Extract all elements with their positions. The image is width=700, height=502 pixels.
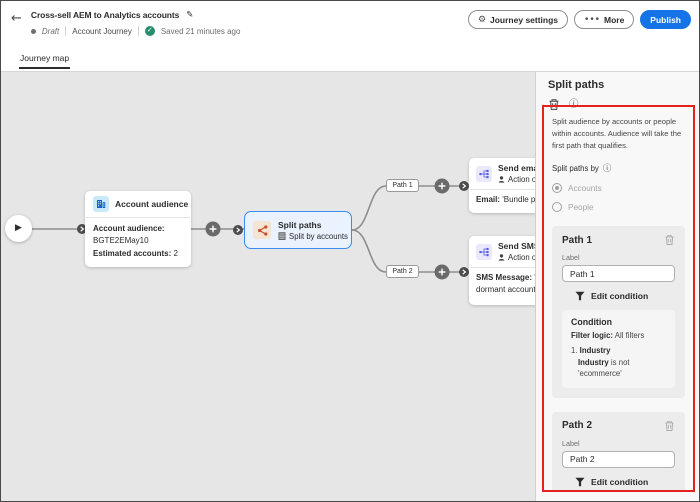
edit-condition-button[interactable]: Edit condition <box>575 291 648 301</box>
action-icon <box>476 165 492 182</box>
path-heading: Path 2 <box>562 420 593 432</box>
back-arrow-icon[interactable]: ← <box>11 11 22 26</box>
path-1-chip: Path 1 <box>386 179 419 192</box>
email-detail: Email: 'Bundle promo <box>476 195 536 204</box>
panel-title: Split paths <box>548 79 605 91</box>
label-caption: Label <box>562 438 580 448</box>
gear-icon: ⚙ <box>477 14 487 25</box>
action-target: Action on p <box>508 175 536 184</box>
node-title: Send email <box>498 163 535 173</box>
node-title: Account audience <box>115 199 189 209</box>
journey-type-label: Account Journey <box>72 26 132 36</box>
send-email-node[interactable]: Send email Action on p Email: 'Bundle pr… <box>469 158 536 213</box>
split-by-value: Split by accounts <box>289 231 348 241</box>
path-2-chip: Path 2 <box>386 265 419 278</box>
annotation-highlight-box: Split audience by accounts or people wit… <box>542 105 695 492</box>
radio-people[interactable]: People <box>552 202 685 213</box>
divider <box>470 267 535 268</box>
properties-panel: Split paths ⓘ Split audience by accounts… <box>536 72 699 501</box>
header: ← Cross-sell AEM to Analytics accounts ✎… <box>1 1 699 48</box>
node-title: Send SMS <box>498 241 536 251</box>
info-icon[interactable]: ⓘ <box>569 99 579 110</box>
person-icon <box>498 254 505 261</box>
audience-value: BGTE2EMay10 <box>93 236 149 246</box>
journey-canvas[interactable]: ▶ Account audience Account audience: BGT… <box>1 72 536 501</box>
delete-path-icon[interactable] <box>664 234 675 246</box>
tab-journey-map[interactable]: Journey map <box>19 48 71 69</box>
estimated-accounts: Estimated accounts: 2 <box>93 248 178 258</box>
filter-funnel-icon <box>575 477 585 487</box>
path-2-card: Path 2 Label Edit condition Condition Fi… <box>552 411 685 490</box>
divider <box>137 26 139 36</box>
split-paths-node[interactable]: Split paths Split by accounts <box>244 211 352 249</box>
more-dots-icon: ••• <box>584 14 600 25</box>
filter-funnel-icon <box>575 292 585 301</box>
label-caption: Label <box>562 253 580 263</box>
path-1-card: Path 1 Label Edit condition Condition Fi… <box>552 226 685 398</box>
divider <box>470 189 535 190</box>
split-share-icon <box>253 221 271 239</box>
node-title: Split paths <box>278 219 322 230</box>
sms-detail-line2: dormant account con <box>476 285 536 295</box>
delete-path-icon[interactable] <box>664 420 675 432</box>
add-node-button[interactable] <box>205 221 221 237</box>
divider <box>86 217 190 218</box>
node-entry-chevron-icon <box>459 181 469 191</box>
building-small-icon <box>278 232 286 240</box>
send-sms-node[interactable]: Send SMS Action on p SMS Message: 'Engag… <box>469 236 536 305</box>
building-icon <box>93 196 109 212</box>
condition-summary: Condition Filter logic: All filters 1. I… <box>562 310 675 388</box>
status-badge: Draft <box>41 26 60 36</box>
edit-condition-button[interactable]: Edit condition <box>575 477 648 487</box>
journey-settings-button[interactable]: ⚙ Journey settings <box>467 10 569 29</box>
path-heading: Path 1 <box>562 234 593 246</box>
rule-field: 1. Industry <box>571 346 611 356</box>
split-by-label: Split paths by <box>552 163 599 173</box>
saved-status: Saved 21 minutes ago <box>160 26 241 36</box>
sms-detail: SMS Message: 'Engag <box>476 273 535 282</box>
filter-logic: Filter logic: All filters <box>571 331 645 341</box>
divider <box>65 26 67 36</box>
node-entry-chevron-icon <box>77 224 87 234</box>
add-node-button[interactable] <box>434 264 450 280</box>
add-node-button[interactable] <box>434 178 450 194</box>
path-label-input[interactable] <box>562 450 675 468</box>
panel-description: Split audience by accounts or people wit… <box>552 117 682 150</box>
publish-button[interactable]: Publish <box>640 10 691 29</box>
rule-expression: Industry is not 'ecommerce' <box>578 358 630 379</box>
radio-accounts[interactable]: Accounts <box>552 183 685 194</box>
radio-unselected-icon <box>552 202 562 213</box>
connector-wires <box>32 178 469 280</box>
condition-title: Condition <box>571 317 613 328</box>
person-icon <box>498 176 505 183</box>
audience-label: Account audience: <box>93 224 165 233</box>
status-dot-icon <box>30 28 36 34</box>
tab-bar: Journey map <box>1 48 699 72</box>
account-audience-node[interactable]: Account audience Account audience: BGTE2… <box>85 191 191 267</box>
action-target: Action on p <box>508 253 536 262</box>
action-icon <box>476 243 492 260</box>
journey-start-button[interactable]: ▶ <box>5 215 32 242</box>
node-entry-chevron-icon <box>233 225 243 235</box>
delete-icon[interactable] <box>548 98 560 111</box>
radio-selected-icon <box>552 183 562 194</box>
page-title: Cross-sell AEM to Analytics accounts <box>30 10 180 20</box>
saved-check-icon: ✓ <box>144 26 155 36</box>
info-icon[interactable]: ⓘ <box>602 164 612 175</box>
path-label-input[interactable] <box>562 265 675 283</box>
more-button[interactable]: ••• More <box>574 10 635 29</box>
edit-title-icon[interactable]: ✎ <box>186 10 194 20</box>
node-entry-chevron-icon <box>459 267 469 277</box>
